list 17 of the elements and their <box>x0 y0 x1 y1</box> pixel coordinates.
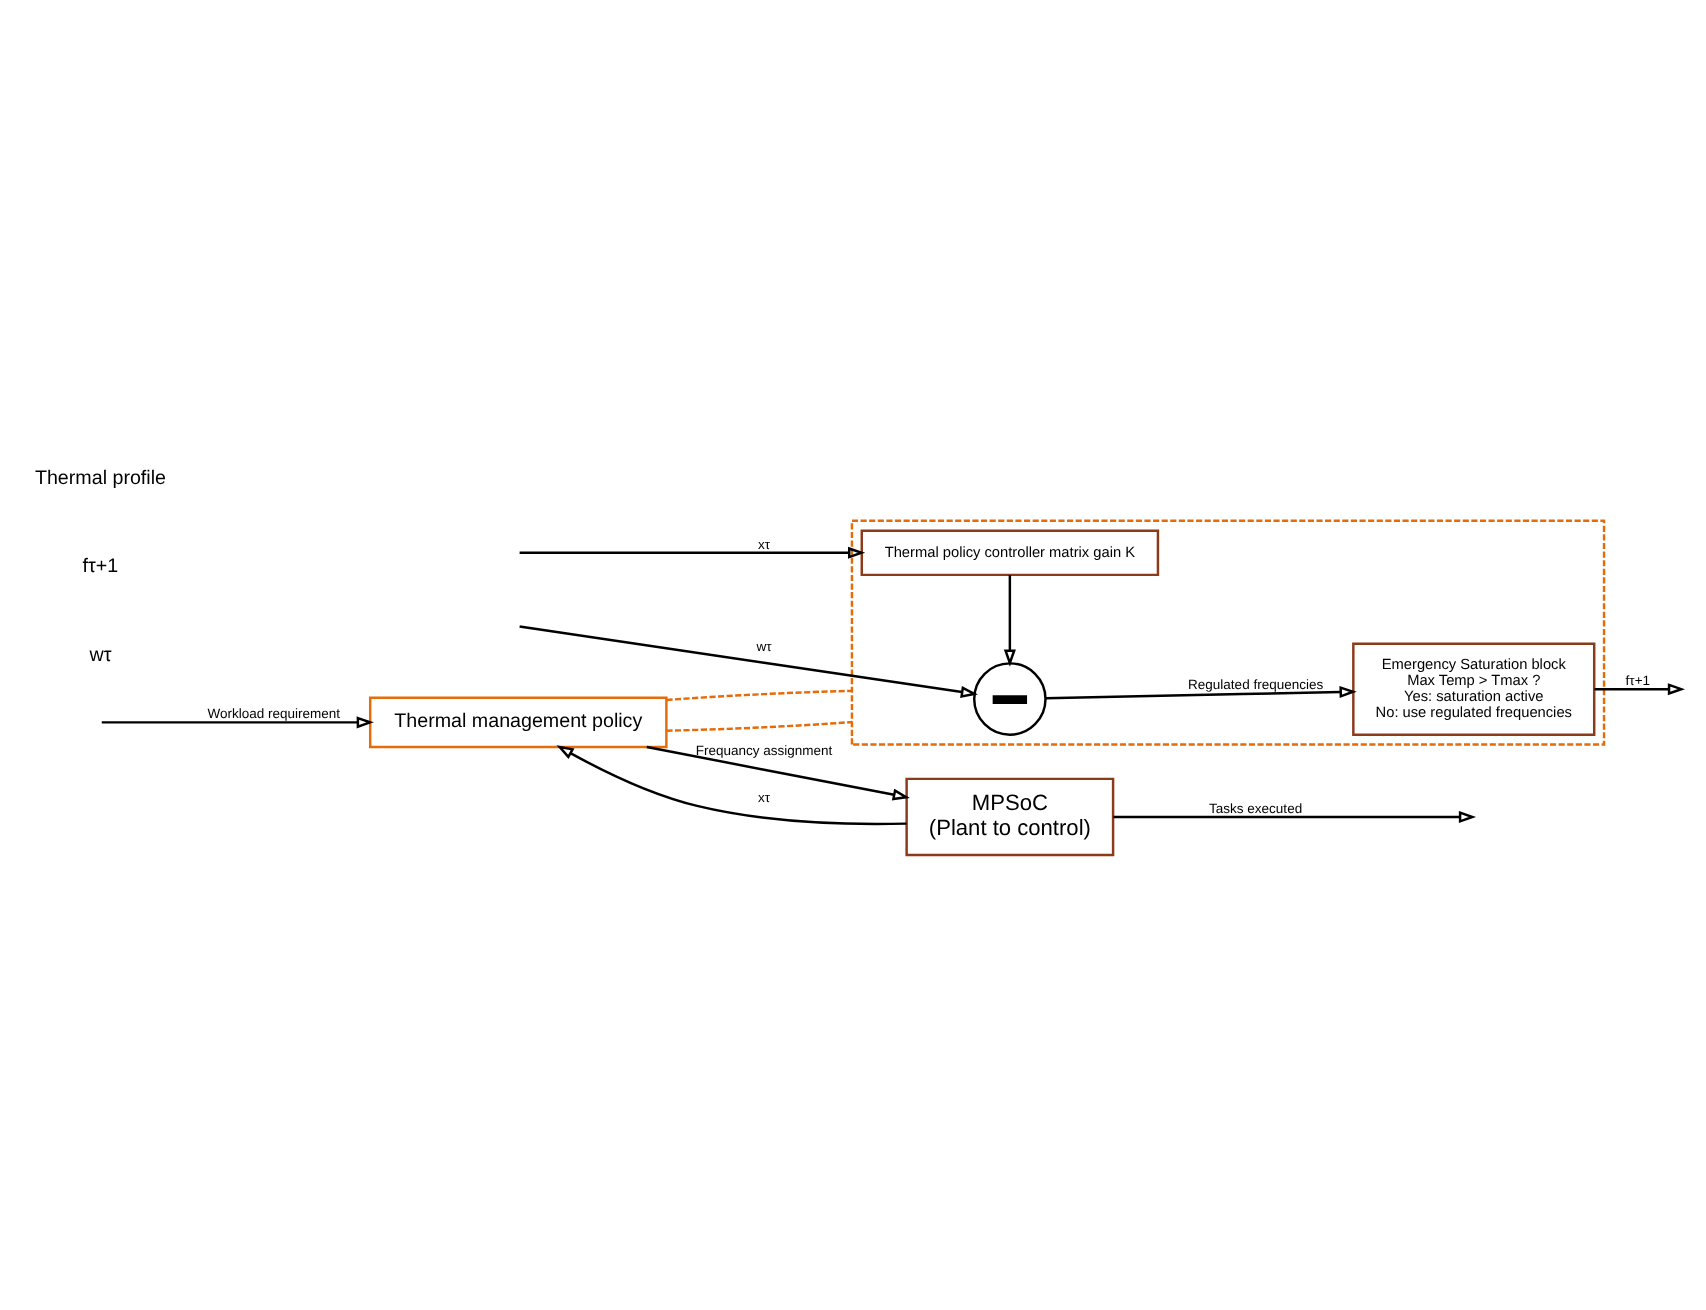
label: Thermal profile <box>34 466 167 489</box>
arrow <box>1594 682 1686 695</box>
arrow <box>1113 809 1477 823</box>
arrow <box>556 744 907 825</box>
arrow <box>519 624 979 697</box>
arrow <box>1045 685 1357 699</box>
label: wτ <box>89 643 112 666</box>
connector <box>666 719 853 731</box>
node-box: Thermal management policy <box>368 695 668 748</box>
node-circle <box>973 661 1047 735</box>
arrow <box>646 744 910 800</box>
connector <box>666 688 852 701</box>
arrow <box>519 545 866 558</box>
label: fτ+1 <box>82 555 119 578</box>
node-box: MPSoC (Plant to control) <box>905 776 1115 856</box>
arrow <box>101 715 374 728</box>
arrow <box>1003 574 1016 666</box>
